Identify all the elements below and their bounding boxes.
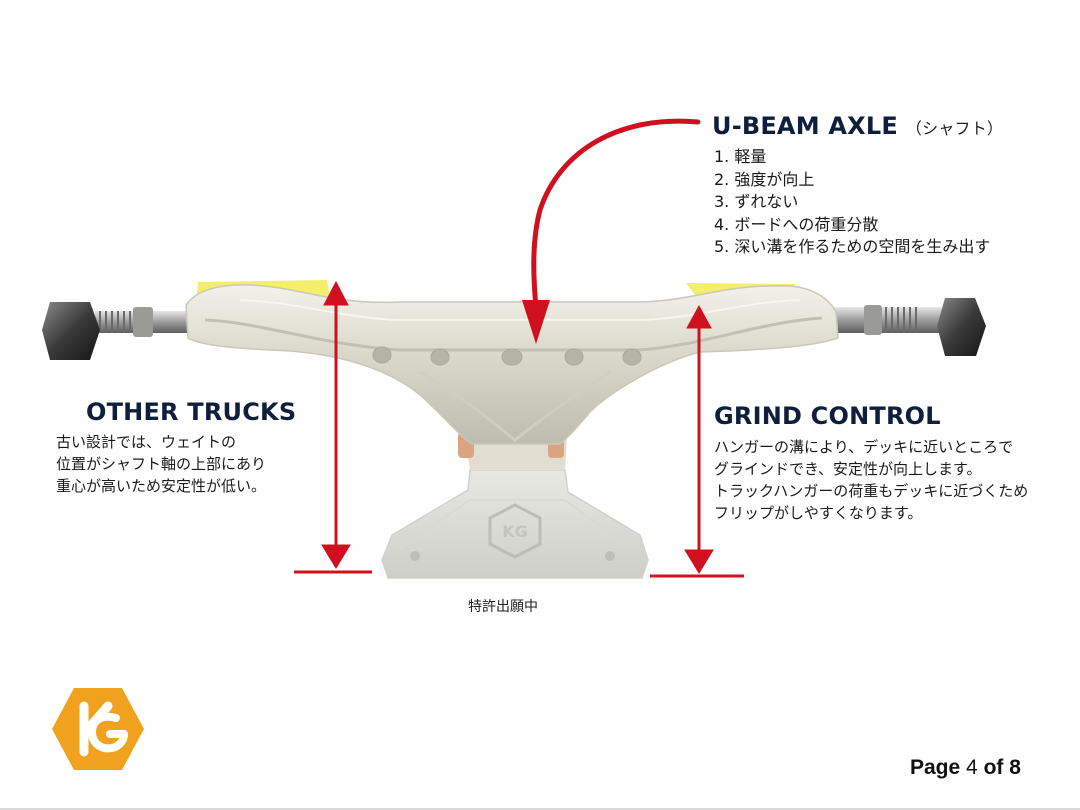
list-item: 5. 深い溝を作るための空間を生み出す [714, 237, 991, 256]
text-line: 位置がシャフト軸の上部にあり [56, 455, 267, 473]
text-line: グラインドでき、安定性が向上します。 [714, 460, 982, 478]
other-trucks-description: 古い設計では、ウェイトの 位置がシャフト軸の上部にあり 重心が高いため安定性が低… [56, 431, 266, 497]
kg-logo [52, 688, 144, 770]
u-beam-axle-title: U-BEAM AXLE [712, 112, 898, 140]
u-beam-axle-points: 1. 軽量 2. 強度が向上 3. ずれない 4. ボードへの荷重分散 5. 深… [714, 146, 990, 259]
bottom-divider [0, 808, 1080, 810]
list-item: 1. 軽量 [714, 147, 767, 166]
text-line: 重心が高いため安定性が低い。 [56, 477, 267, 495]
grind-control-measure [650, 304, 744, 578]
page-indicator: Page 4 of 8 [910, 756, 1021, 780]
page-prefix: Page [910, 756, 961, 779]
u-beam-axle-heading: U-BEAM AXLE （シャフト） [712, 112, 1003, 140]
page-of: of [983, 756, 1004, 779]
list-item: 4. ボードへの荷重分散 [714, 214, 879, 234]
text-line: ハンガーの溝により、デッキに近いところで [714, 438, 1014, 456]
axle-right [826, 305, 944, 335]
page-current: 4 [966, 756, 978, 779]
hanger-holes [372, 346, 642, 366]
list-item: 3. ずれない [714, 192, 799, 211]
u-beam-pointer-arrow [522, 118, 701, 344]
other-trucks-measure [294, 280, 372, 574]
page-total: 8 [1009, 756, 1021, 779]
axle-nut-right [937, 298, 986, 356]
baseplate-logo-text: KG [502, 522, 528, 541]
text-line: 古い設計では、ウェイトの [56, 433, 237, 451]
text-line: トラックハンガーの荷重もデッキに近づくため [714, 482, 1029, 500]
list-item: 2. 強度が向上 [714, 169, 815, 189]
other-trucks-title: OTHER TRUCKS [86, 398, 297, 426]
text-line: フリップがしやすくなります。 [714, 504, 923, 522]
kg-logo-emboss [488, 503, 542, 559]
u-beam-axle-subtitle: （シャフト） [905, 119, 1004, 138]
axle-nut-left [42, 302, 100, 360]
baseplate: KG [381, 469, 649, 579]
grind-control-title: GRIND CONTROL [714, 402, 941, 430]
patent-pending-note: 特許出願中 [468, 599, 538, 615]
axle-left [95, 307, 207, 337]
grind-control-description: ハンガーの溝により、デッキに近いところで グラインドでき、安定性が向上します。 … [714, 436, 1028, 524]
